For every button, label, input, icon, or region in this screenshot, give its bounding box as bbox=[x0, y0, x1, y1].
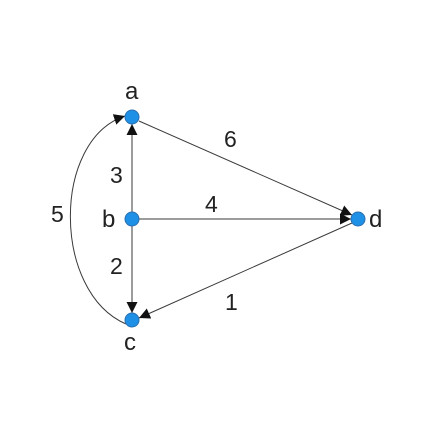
edge-labels: 6 3 4 2 1 5 bbox=[51, 126, 238, 315]
node-c bbox=[124, 312, 140, 328]
node-a bbox=[124, 109, 140, 125]
edge-label-b-d: 4 bbox=[205, 191, 218, 217]
node-b bbox=[124, 211, 140, 227]
edge-d-c bbox=[138, 222, 353, 319]
node-label-d: d bbox=[369, 206, 382, 233]
node-labels: a b c d bbox=[102, 78, 382, 356]
edge-label-c-a: 5 bbox=[51, 201, 64, 227]
edge-c-a bbox=[69, 114, 127, 325]
edge-label-a-d: 6 bbox=[224, 126, 237, 152]
node-label-a: a bbox=[125, 78, 139, 105]
edges bbox=[69, 114, 353, 325]
node-d bbox=[350, 211, 366, 227]
edge-a-d bbox=[138, 120, 353, 216]
node-label-c: c bbox=[124, 329, 136, 356]
node-label-b: b bbox=[102, 206, 115, 233]
nodes bbox=[124, 109, 366, 328]
edge-label-b-c: 2 bbox=[110, 253, 123, 279]
edge-label-b-a: 3 bbox=[110, 162, 123, 188]
edge-label-d-c: 1 bbox=[225, 289, 238, 315]
